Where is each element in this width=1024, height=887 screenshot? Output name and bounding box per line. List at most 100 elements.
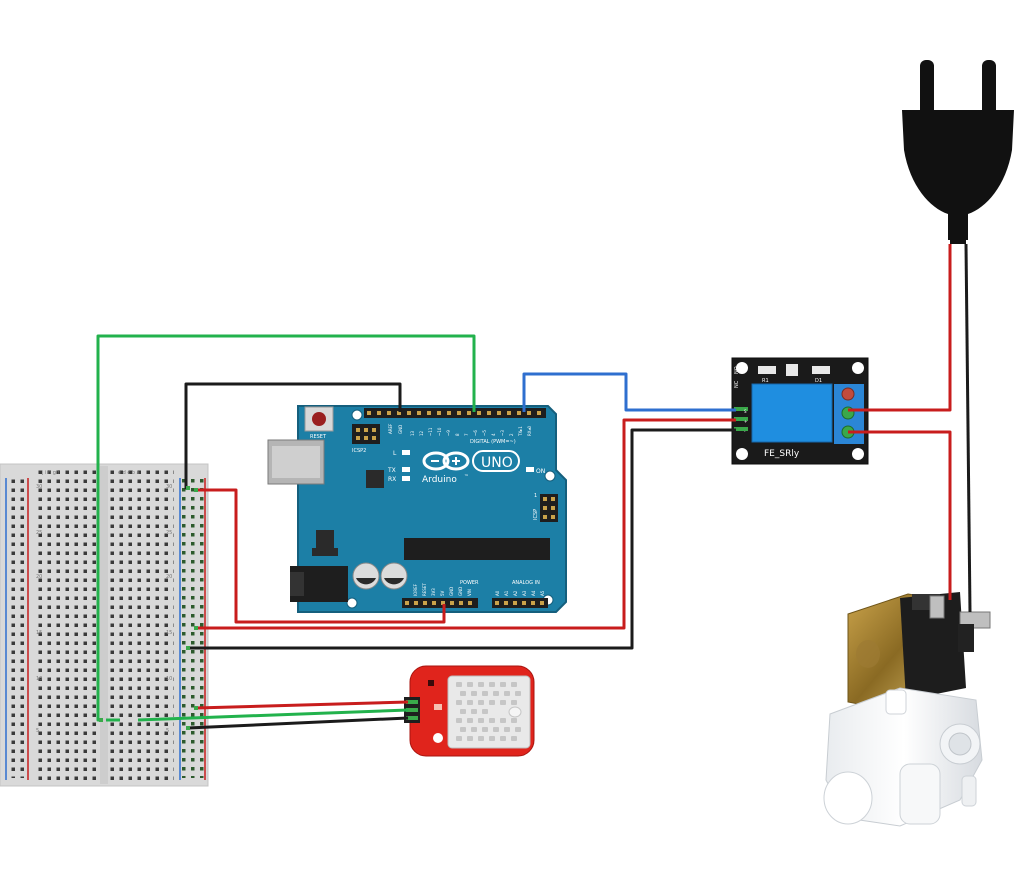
grille-slot [489,682,495,687]
mounting-hole [544,470,556,482]
relay-no-label: NO [734,366,740,374]
relay-terminal-block [834,384,864,444]
digital-pin-label: ~10 [437,427,442,436]
arduino-logo-icon [422,451,470,471]
grille-slot [467,682,473,687]
header-pin [432,601,436,605]
icsp-pin1-label: 1 [534,493,537,499]
row-number-left: 5 [36,728,39,734]
grille-slot [504,727,510,732]
arduino-brand-label: Arduino [422,475,457,485]
digital-pin-label: 8 [455,433,460,436]
grille-slot [493,691,499,696]
header-pin [427,411,431,415]
digital-pin-label: TX▸1 [518,426,523,437]
sensor-grille [447,675,531,749]
relay-nc-label: NC [734,380,740,388]
regulator [316,530,334,552]
grille-slot [460,709,466,714]
solenoid-valve-icon [823,592,991,827]
reset-label: RESET [310,434,327,440]
power-rail-left [5,478,29,780]
grille-slot [460,691,466,696]
relay-pin-minus: - [744,429,746,434]
grille-slot [482,691,488,696]
usb-connector [267,439,325,485]
green-wire-sensor-data-2 [137,708,409,722]
row-number-right: 10 [166,676,172,682]
gnd-label: GND [398,425,403,434]
column-letters-right: e d c b a [118,470,140,476]
uno-badge: UNO [472,450,520,472]
relay-r1-label: R1 [762,378,769,384]
red-wire-mains-valve [848,430,952,600]
grille-slot [515,691,521,696]
header-pin [387,411,391,415]
reset-button[interactable] [304,406,334,432]
grille-slot [489,736,495,741]
grille-slot [471,709,477,714]
power-label: POWER [460,580,479,586]
power-pin-label: RESET [422,583,427,596]
header-pin [497,411,501,415]
grille-slot [489,718,495,723]
led-tx [402,467,410,472]
analog-pin-label: A5 [540,590,545,596]
header-pin [517,411,521,415]
sensor-pad [434,704,442,710]
icsp2-header [352,424,380,444]
header-pin [537,411,541,415]
wires [96,243,972,730]
power-pin-label: VIN [467,589,472,596]
grille-slot [478,736,484,741]
header-pin [467,411,471,415]
grille-slot [500,736,506,741]
grille-dot [508,706,522,718]
header-pin [423,601,427,605]
header-pin [405,601,409,605]
power-pin-label: GND [449,587,454,596]
led-on [526,467,534,472]
analog-pin-label: A3 [522,590,527,596]
digital-pin-label: 12 [419,430,424,436]
grille-slot [467,736,473,741]
grille-slot [467,700,473,705]
row-number-left: 10 [36,676,42,682]
header-pin [468,601,472,605]
grille-slot [482,709,488,714]
uno-label: UNO [481,455,513,471]
grille-slot [456,718,462,723]
icsp2-label: ICSP2 [352,448,366,454]
led-rx-label: RX [388,476,396,483]
row-number-right: 20 [166,574,172,580]
sensor-led [428,680,434,686]
header-pin [507,411,511,415]
sensor-hole [433,733,443,743]
power-rail-right [179,478,206,780]
header-pin [450,601,454,605]
grille-slot [500,682,506,687]
power-header [402,598,478,608]
grille-slot [493,727,499,732]
relay-mounting-hole [736,362,748,374]
grille-slot [511,736,517,741]
grille-slot [511,700,517,705]
digital-pin-label: 4 [491,433,496,436]
atmega-chip [404,538,550,560]
grille-slot [500,700,506,705]
grille-slot [511,718,517,723]
analog-pin-label: A0 [495,590,500,596]
grille-slot [482,727,488,732]
header-pin [540,601,544,605]
grille-slot [456,682,462,687]
relay-body [751,383,833,443]
header-pin [367,411,371,415]
mounting-hole [346,597,358,609]
row-number-left: 30 [36,484,42,490]
digital-pin-label: ~6 [473,430,478,436]
wire-endpoints [99,486,198,730]
icsp-header [540,494,558,522]
led-l-label: L [393,450,397,457]
